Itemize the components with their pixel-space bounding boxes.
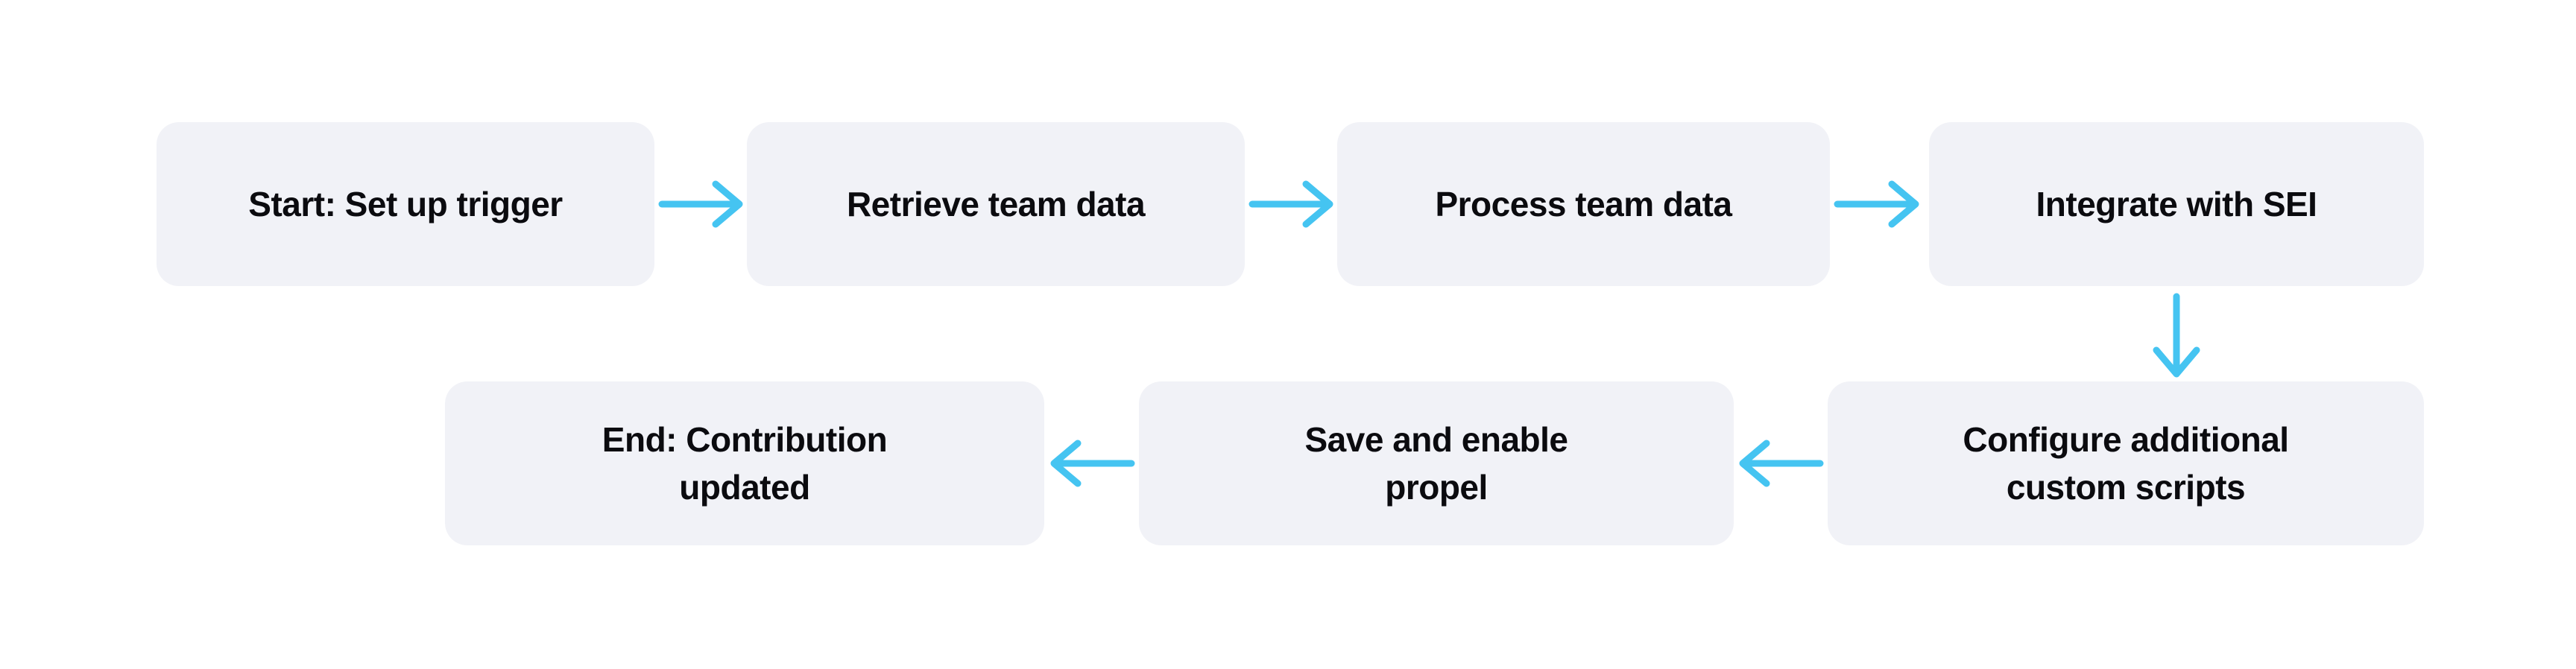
flow-node-end-label: End: Contribution updated bbox=[602, 420, 888, 507]
flow-node-start: Start: Set up trigger bbox=[157, 122, 654, 286]
flow-node-process-team-data: Process team data bbox=[1337, 122, 1830, 286]
flow-node-save-and-enable-propel-label: Save and enable propel bbox=[1304, 420, 1569, 507]
flow-node-retrieve-team-data-label: Retrieve team data bbox=[846, 185, 1146, 223]
arrow-integrate-to-configure-icon bbox=[2153, 293, 2200, 378]
flow-node-retrieve-team-data: Retrieve team data bbox=[747, 122, 1245, 286]
flow-node-integrate-with-sei: Integrate with SEI bbox=[1929, 122, 2424, 286]
arrow-retrieve-to-process-icon bbox=[1248, 180, 1333, 228]
flow-node-configure-custom-scripts: Configure additional custom scripts bbox=[1828, 381, 2424, 545]
flow-node-start-label: Start: Set up trigger bbox=[248, 185, 563, 223]
arrow-save-to-end-icon bbox=[1050, 440, 1135, 487]
arrow-process-to-integrate-icon bbox=[1834, 180, 1919, 228]
flow-node-save-and-enable-propel: Save and enable propel bbox=[1139, 381, 1734, 545]
flow-node-end: End: Contribution updated bbox=[445, 381, 1044, 545]
flow-node-configure-custom-scripts-label: Configure additional custom scripts bbox=[1963, 420, 2289, 507]
arrow-configure-to-save-icon bbox=[1739, 440, 1824, 487]
arrow-start-to-retrieve-icon bbox=[658, 180, 743, 228]
flow-node-integrate-with-sei-label: Integrate with SEI bbox=[2036, 185, 2317, 223]
flow-node-process-team-data-label: Process team data bbox=[1435, 185, 1732, 223]
